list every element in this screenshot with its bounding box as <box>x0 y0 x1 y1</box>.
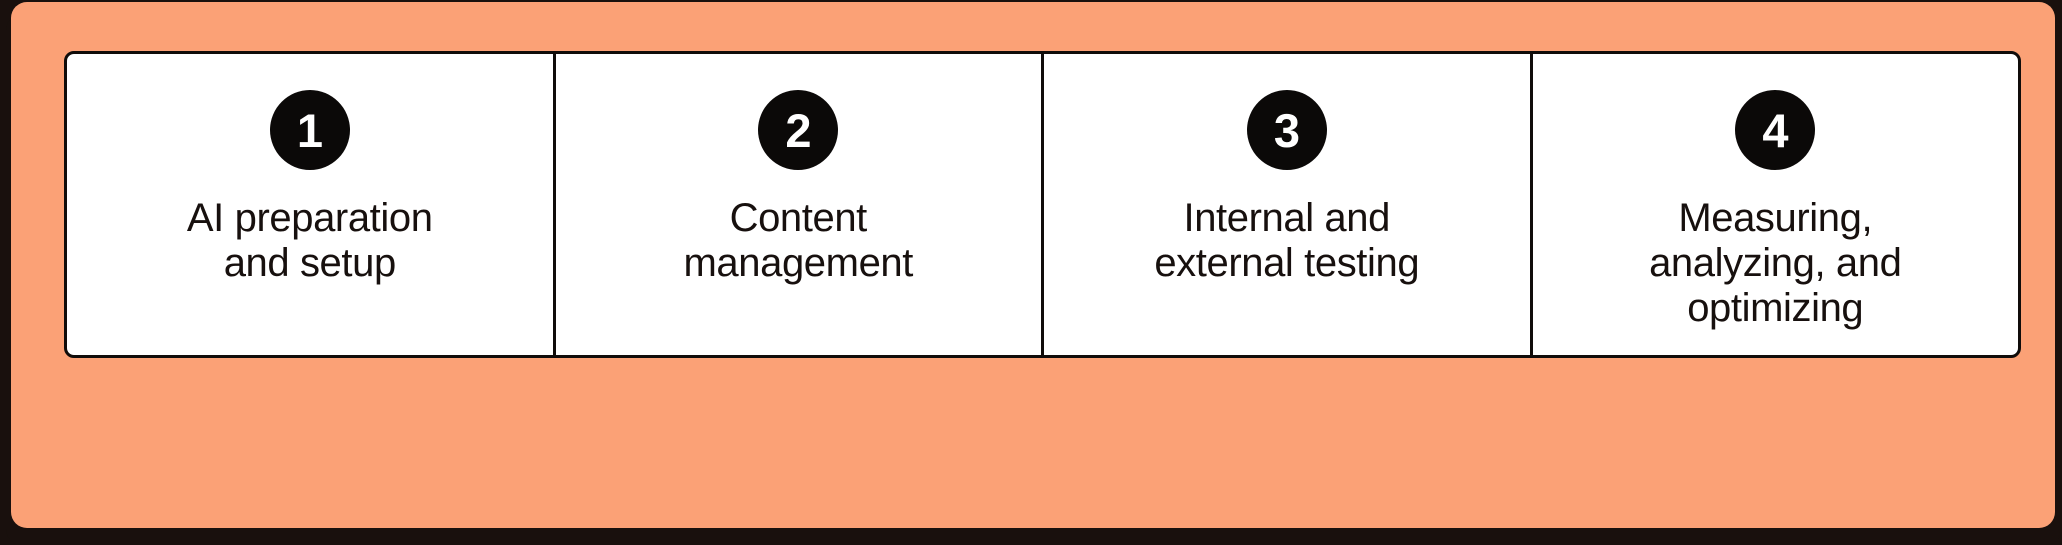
step-panel-4[interactable]: 4 Measuring, analyzing, and optimizing <box>1529 54 2019 355</box>
step-panel-2[interactable]: 2 Content management <box>552 54 1042 355</box>
step-label-2: Content management <box>683 196 914 285</box>
step-number-badge-1: 1 <box>269 90 350 170</box>
step-label-4: Measuring, analyzing, and optimizing <box>1649 196 1902 330</box>
step-panel-3[interactable]: 3 Internal and external testing <box>1041 54 1530 355</box>
step-number-badge-4: 4 <box>1735 90 1816 170</box>
step-label-3: Internal and external testing <box>1154 196 1420 285</box>
step-number-badge-3: 3 <box>1246 90 1327 170</box>
step-panel-1[interactable]: 1 AI preparation and setup <box>67 54 553 355</box>
step-number-badge-2: 2 <box>758 90 839 170</box>
steps-card: 1 AI preparation and setup 2 Content man… <box>64 51 2021 358</box>
step-label-1: AI preparation and setup <box>186 196 433 285</box>
diagram-orange-frame: 1 AI preparation and setup 2 Content man… <box>11 2 2055 528</box>
